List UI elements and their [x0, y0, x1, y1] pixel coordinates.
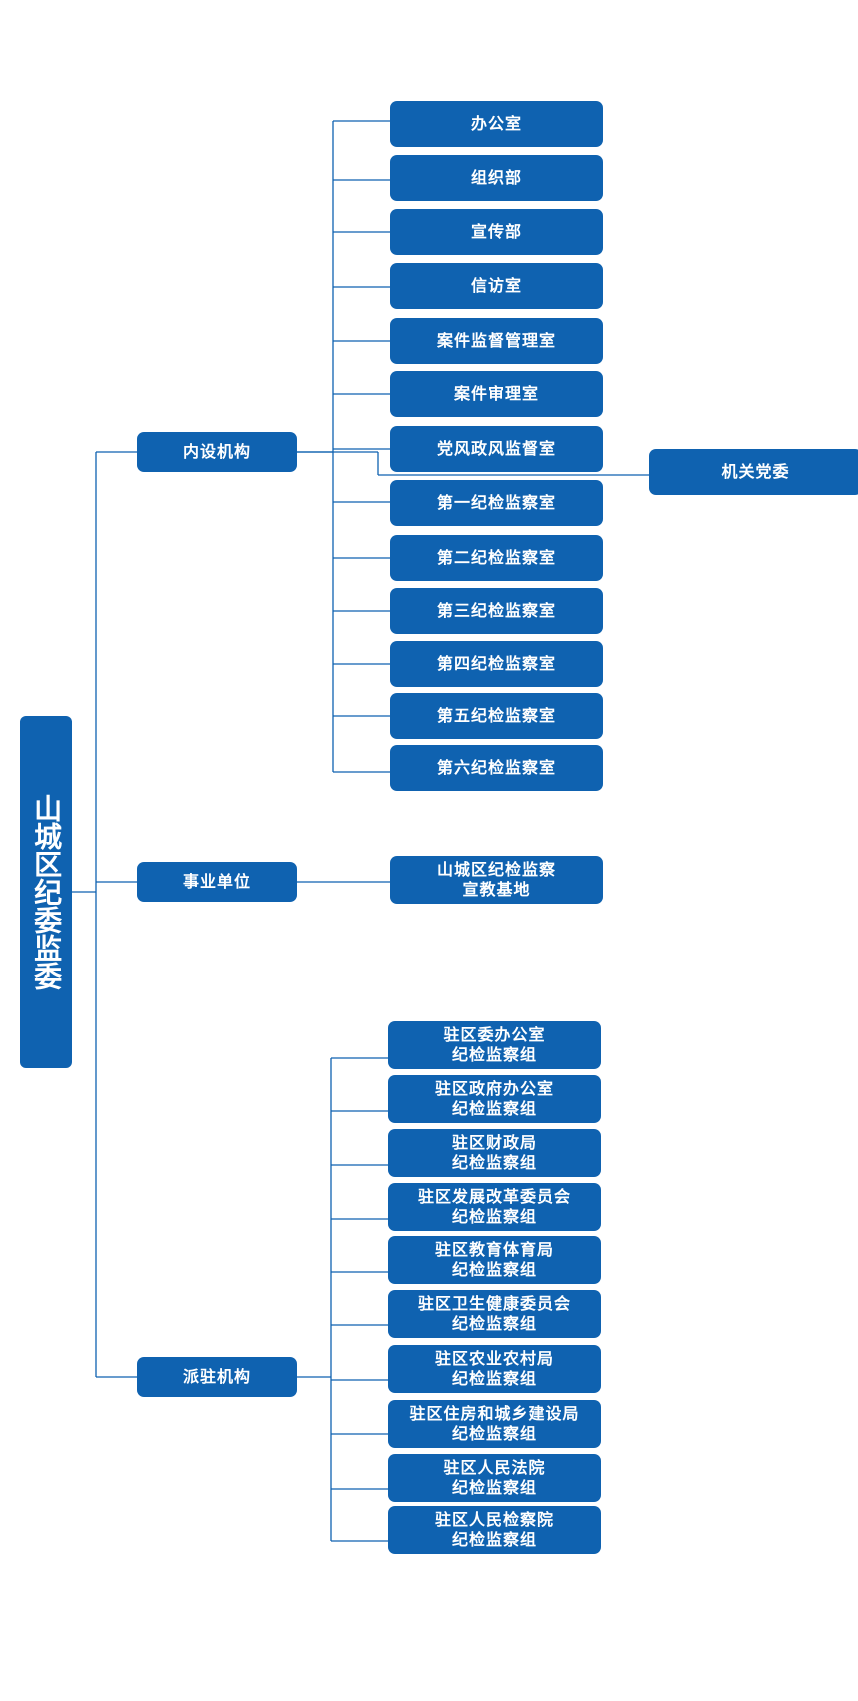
stationed-node: 驻区委办公室纪检监察组: [388, 1021, 601, 1069]
internal-node: 案件监督管理室: [390, 318, 603, 364]
internal-node: 第六纪检监察室: [390, 745, 603, 791]
root-label: 山城区纪委监委: [30, 794, 64, 990]
stationed-node: 驻区人民检察院纪检监察组: [388, 1506, 601, 1554]
internal-node: 第五纪检监察室: [390, 693, 603, 739]
internal-node: 第三纪检监察室: [390, 588, 603, 634]
institution-node: 山城区纪检监察 宣教基地: [390, 856, 603, 904]
group-node-stationed: 派驻机构: [137, 1357, 297, 1397]
stationed-node: 驻区教育体育局纪检监察组: [388, 1236, 601, 1284]
group-node-institution: 事业单位: [137, 862, 297, 902]
stationed-node: 驻区发展改革委员会纪检监察组: [388, 1183, 601, 1231]
root-node: 山城区纪委监委: [20, 716, 72, 1068]
stationed-node: 驻区人民法院纪检监察组: [388, 1454, 601, 1502]
internal-node: 第二纪检监察室: [390, 535, 603, 581]
internal-node: 组织部: [390, 155, 603, 201]
stationed-node: 驻区财政局纪检监察组: [388, 1129, 601, 1177]
internal-node: 党风政风监督室: [390, 426, 603, 472]
stationed-node: 驻区住房和城乡建设局纪检监察组: [388, 1400, 601, 1448]
stationed-node: 驻区卫生健康委员会纪检监察组: [388, 1290, 601, 1338]
internal-node: 第一纪检监察室: [390, 480, 603, 526]
party-committee-node: 机关党委: [649, 449, 858, 495]
internal-node: 办公室: [390, 101, 603, 147]
internal-node: 宣传部: [390, 209, 603, 255]
internal-node: 案件审理室: [390, 371, 603, 417]
internal-node: 第四纪检监察室: [390, 641, 603, 687]
stationed-node: 驻区农业农村局纪检监察组: [388, 1345, 601, 1393]
group-node-internal: 内设机构: [137, 432, 297, 472]
stationed-node: 驻区政府办公室纪检监察组: [388, 1075, 601, 1123]
internal-node: 信访室: [390, 263, 603, 309]
